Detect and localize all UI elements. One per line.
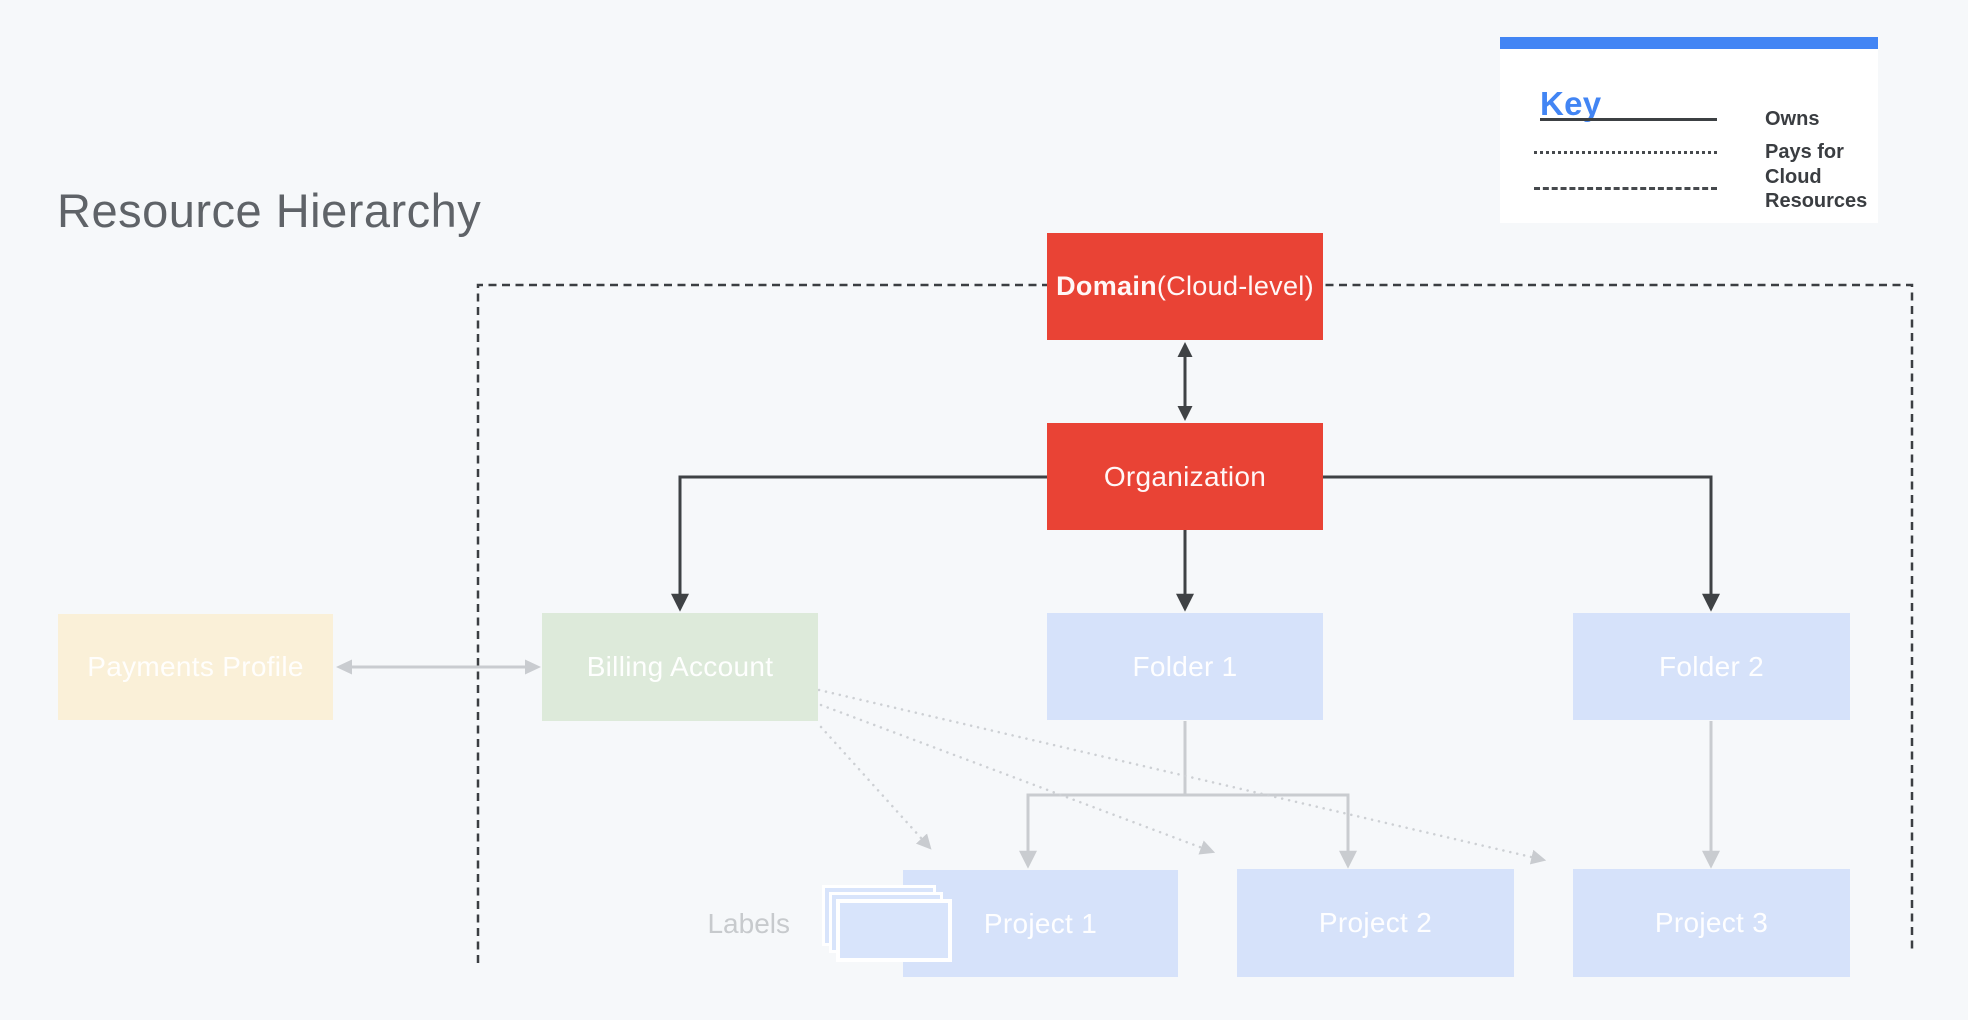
node-project-3-label: Project 3 [1654, 907, 1769, 938]
node-folder-1: Folder 1 [1047, 613, 1323, 720]
key-title: Key [1540, 85, 1602, 122]
domain-organization-arrow [1177, 342, 1193, 421]
node-domain-label-bold: Domain [1056, 271, 1157, 301]
label-card-front [836, 899, 952, 962]
node-folder-2: Folder 2 [1573, 613, 1850, 720]
key-label-pays-for: Pays for [1765, 141, 1844, 163]
key-label-cloud-resources: Cloud Resources [1765, 166, 1868, 212]
key-label-owns: Owns [1765, 108, 1820, 130]
node-billing-account: Billing Account [542, 613, 818, 721]
billing-pays-for-arrows [817, 688, 1547, 865]
node-payments-profile-label: Payments Profile [87, 651, 304, 682]
key-accent-bar [1500, 37, 1878, 49]
key-solid-line-sample [1540, 118, 1717, 121]
node-organization-label: Organization [1103, 460, 1267, 492]
node-folder-2-label: Folder 2 [1658, 650, 1765, 682]
node-organization: Organization [1047, 423, 1323, 530]
folder-project-connectors [1019, 721, 1720, 869]
payments-billing-arrow [336, 659, 541, 675]
node-project-2: Project 2 [1237, 869, 1514, 977]
node-domain: Domain (Cloud-level) [1047, 233, 1323, 340]
page-title: Resource Hierarchy [57, 184, 482, 237]
node-domain-label-suffix: (Cloud-level) [1156, 271, 1314, 301]
node-billing-account-label: Billing Account [586, 651, 774, 682]
node-project-2-label: Project 2 [1318, 907, 1433, 938]
node-folder-1-label: Folder 1 [1132, 650, 1238, 682]
key-dotted-line-sample [1534, 151, 1717, 154]
key-dashed-line-sample [1534, 187, 1717, 190]
organization-owns-arrows [671, 475, 1720, 612]
labels-caption: Labels [707, 908, 790, 939]
node-project-1-label: Project 1 [983, 907, 1098, 939]
node-payments-profile: Payments Profile [58, 614, 333, 720]
node-project-3: Project 3 [1573, 869, 1850, 977]
key-legend: Key Owns Pays for Cloud Resources [1500, 37, 1878, 223]
